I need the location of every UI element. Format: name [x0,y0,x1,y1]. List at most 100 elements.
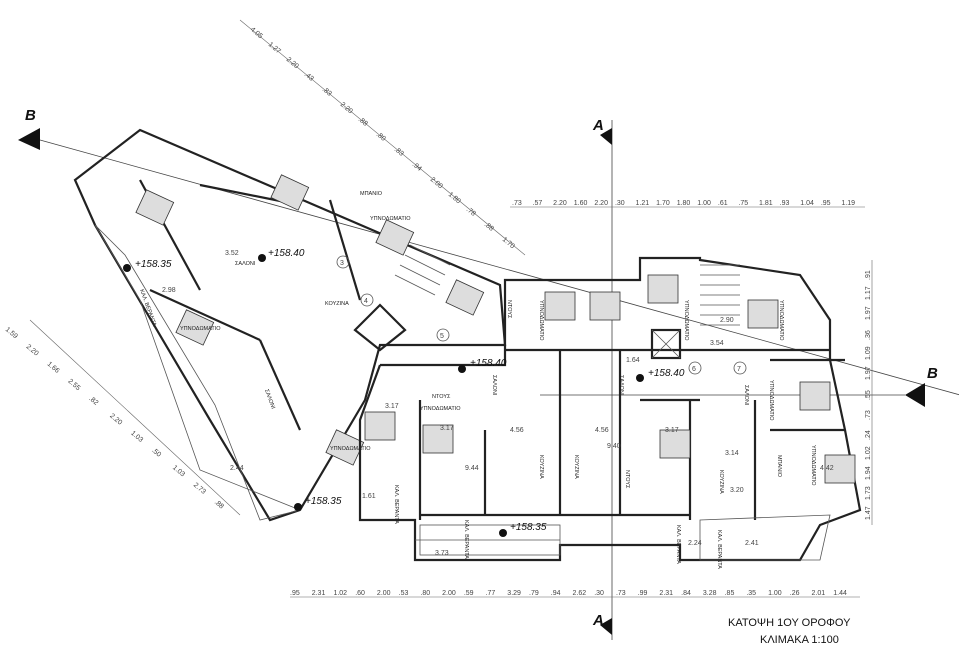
dimension-label: .57 [533,200,543,207]
dimension-label: .75 [738,200,748,207]
dimension-label: .94 [551,590,561,597]
section-a-arrow-top [600,128,612,145]
room-label: ΣΑΛΟΝΙ [743,385,749,406]
dimension-label: .24 [865,430,872,440]
dimension-label: 9.44 [465,465,479,472]
dimension-label: 4.56 [510,427,524,434]
dimension-label: .78 [465,206,477,218]
room-label: ΚΑΛ. ΒΕΡΑΝΤΑ [716,530,722,569]
elevation-icon [294,503,302,511]
elevation-icon [458,365,466,373]
room-label: ΥΠΝΟΔΩΜΑΤΙΟ [778,300,784,341]
dimension-label: .55 [865,390,872,400]
dimension-label: 2.31 [659,590,673,597]
dimension-label: .77 [486,590,496,597]
dimension-label: 1.17 [865,286,872,300]
room-label: ΝΤΟΥΣ [624,470,630,489]
dimension-label: 1.44 [833,590,847,597]
room-label: ΚΑΛ. ΒΕΡΑΝΤΑ [463,520,469,559]
elevation-markers: +158.35 +158.40 +158.40 +158.40 +158.35 … [123,248,685,537]
dimension-label: .95 [821,200,831,207]
dimension-label: 1.04 [800,200,814,207]
dimension-label: 4.56 [595,427,609,434]
elevation-icon [636,374,644,382]
section-b-arrow-left [18,128,40,150]
dimension-label: .82 [87,395,99,407]
room-label: ΥΠΝΟΔΩΜΑΤΙΟ [683,300,689,341]
left-wing [73,128,507,522]
dimension-label: 2.55 [66,378,81,392]
dimension-label: 3.14 [725,450,739,457]
room-label: ΜΠΑΝΙΟ [776,455,782,478]
dimension-label: .59 [464,590,474,597]
dimension-label: 3.52 [225,250,239,257]
dimension-label: .30 [615,200,625,207]
room-label: ΜΠΑΝΙΟ [360,191,383,197]
room-label: ΥΠΝΟΔΩΜΑΤΙΟ [420,406,461,412]
room-label: ΚΑΛ. ΒΕΡΑΝΤΑ [393,485,399,524]
dimension-label: 3.29 [507,590,521,597]
dimension-label: 2.90 [720,317,734,324]
dimension-label: 1.47 [865,506,872,520]
elevation-icon [123,264,131,272]
dimension-label: 3.28 [703,590,717,597]
section-label-b-right: B [927,365,938,382]
dimension-label: .61 [718,200,728,207]
room-labels: ΣΑΛΟΝΙ ΚΟΥΖΙΝΑ ΣΑΛΟΝΙ ΥΠΝΟΔΩΜΑΤΙΟ ΥΠΝΟΔΩ… [138,191,816,569]
dimension-label: 2.73 [192,482,207,496]
elevation-label: +158.40 [648,368,685,379]
dimension-label: .84 [681,590,691,597]
dimension-label: 1.27 [267,41,282,55]
dimension-label: 4.05 [249,26,264,40]
section-a-arrow-bottom [600,618,612,635]
drawing-title: ΚΑΤΟΨΗ 1ΟΥ ΟΡΟΦΟΥ [728,617,851,629]
room-label: ΚΟΥΖΙΝΑ [325,301,349,307]
dimension-label: 2.24 [688,540,702,547]
dimension-label: .91 [865,270,872,280]
dimension-label: 3.17 [440,425,454,432]
dimension-label: .99 [638,590,648,597]
dimension-label: .53 [399,590,409,597]
room-label: ΥΠΝΟΔΩΜΑΤΙΟ [810,445,816,486]
dimension-label: .83 [321,86,333,98]
section-line-b [39,139,959,396]
dimension-label: 1.00 [697,200,711,207]
left-diag-dim-line [29,319,241,516]
dimension-label: .35 [746,590,756,597]
dimension-label: 2.62 [573,590,587,597]
dimension-label: 2.20 [594,200,608,207]
dimension-label: .43 [303,71,315,83]
dimension-label: .88 [213,499,225,511]
dimension-label: .73 [865,410,872,420]
stair-number: 4 [364,298,368,305]
dimension-label: .93 [780,200,790,207]
room-label: ΚΑΛ. ΒΕΡΑΝΤΑ [675,525,681,564]
dimension-label: 3.17 [665,427,679,434]
room-label: ΥΠΝΟΔΩΜΑΤΙΟ [330,446,371,452]
dimension-label: 1.09 [865,346,872,360]
dimension-label: 2.20 [339,101,354,115]
dimension-label: 2.31 [312,590,326,597]
stair-markers: 3 4 5 6 7 [336,255,747,375]
room-label: ΥΠΝΟΔΩΜΑΤΙΟ [180,326,221,332]
room-label: ΣΑΛΟΝΙ [235,261,256,267]
room-label: ΣΑΛΟΝΙ [491,375,497,396]
dimension-label: 1.70 [656,200,670,207]
right-wing [358,256,862,562]
dimension-label: .80 [375,131,387,143]
dimension-label: .80 [420,590,430,597]
elevation-label: +158.40 [470,358,507,369]
section-label-a-top: A [592,117,604,134]
dimension-label: 1.19 [841,200,855,207]
dimension-label: 1.80 [447,191,462,205]
dimension-label: 3.17 [385,403,399,410]
elevation-label: +158.35 [135,259,172,270]
left-diagonal-dimensions: 1.592.201.662.55.822.201.03.501.032.73.8… [4,326,225,510]
dimension-label: 3.20 [730,487,744,494]
dimension-label: 2.98 [162,287,176,294]
dimension-label: 2.44 [230,465,244,472]
